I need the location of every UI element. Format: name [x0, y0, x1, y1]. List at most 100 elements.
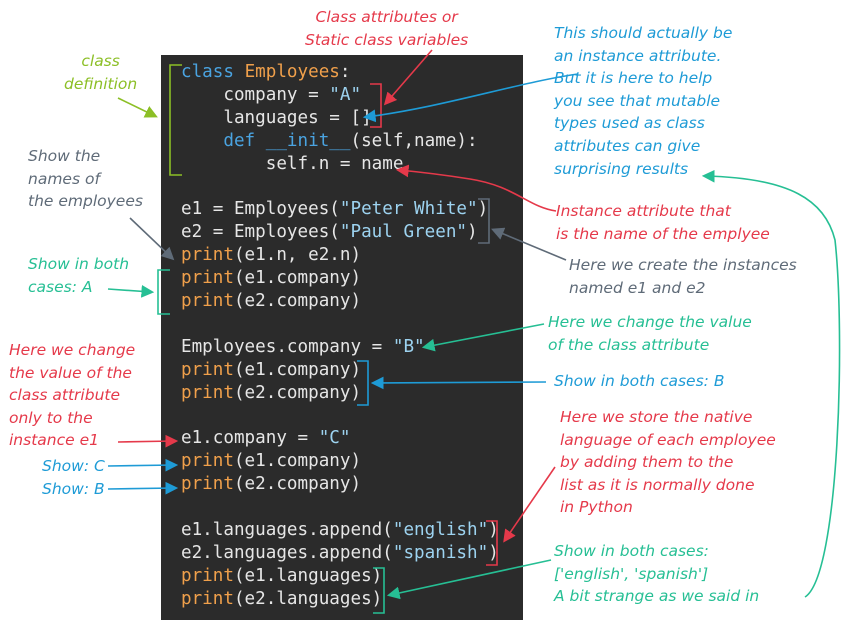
annotation-show-names: Show the names of the employees	[28, 147, 143, 211]
code-token: )	[477, 199, 489, 220]
arrow-change-instance-only	[117, 434, 179, 448]
code-token: (e2.company)	[233, 474, 362, 495]
bracket-show-both-a	[157, 269, 170, 315]
code-token: self.n = name	[181, 153, 404, 174]
code-line: languages = []	[181, 107, 372, 128]
bracket-class-definition	[169, 64, 182, 176]
code-token: (e1.n, e2.n)	[233, 245, 362, 266]
code-token: (e2.company)	[233, 382, 362, 403]
code-token: "english"	[392, 520, 489, 540]
bracket-show-both-list	[373, 567, 385, 614]
bracket-store-languages	[486, 520, 498, 566]
code-token: print	[181, 588, 234, 609]
arrow-store-languages	[503, 466, 556, 543]
annotation-show-both-list: Show in both cases: ['english', 'spanish…	[554, 542, 760, 606]
arrow-instance-note	[362, 73, 579, 123]
code-token: languages = []	[181, 107, 372, 128]
code-token: "Paul Green"	[339, 222, 467, 243]
code-line: print(e1.company)	[181, 268, 361, 288]
code-token: def	[223, 130, 266, 151]
code-token: (e1.company)	[233, 268, 362, 289]
annotation-change-instance-only: Here we change the value of the class at…	[9, 341, 136, 450]
code-line: e2 = Employees("Paul Green")	[181, 222, 478, 242]
code-token: print	[181, 565, 234, 586]
annotation-class-definition: class definition	[64, 52, 138, 93]
arrow-loop-back	[701, 169, 841, 598]
code-token: print	[181, 451, 234, 472]
code-token: (e1.company)	[233, 359, 362, 380]
code-panel	[161, 55, 523, 620]
arrow-class-attributes	[383, 49, 433, 106]
code-token: )	[467, 222, 478, 243]
code-token: )	[488, 542, 499, 563]
code-line: print(e1.company)	[181, 360, 361, 380]
code-token: class	[181, 62, 245, 82]
code-token: (e1.languages)	[233, 565, 383, 586]
code-line: print(e1.company)	[181, 451, 361, 471]
code-line: self.n = name	[181, 153, 404, 174]
code-line: e1 = Employees("Peter White")	[181, 199, 488, 219]
arrow-change-class-value	[421, 323, 545, 352]
arrow-show-names	[129, 217, 175, 261]
code-token: (e1.company)	[233, 451, 362, 472]
code-line: print(e2.company)	[181, 291, 361, 311]
arrow-show-b	[107, 481, 179, 495]
code-token: (e2.languages)	[233, 588, 383, 609]
code-token: Employees	[244, 62, 340, 82]
annotation-change-class-value: Here we change the value of the class at…	[548, 313, 752, 354]
code-line: print(e2.languages)	[181, 589, 382, 609]
code-token: __init__	[265, 130, 351, 151]
code-token: :	[339, 62, 351, 82]
annotation-create-instances: Here we create the instances named e1 an…	[569, 256, 797, 297]
arrow-instance-attribute	[395, 164, 557, 212]
code-token: print	[181, 382, 234, 403]
code-line: def __init__(self,name):	[181, 130, 478, 151]
code-token: "Peter White"	[339, 199, 478, 220]
code-token: "B"	[392, 336, 425, 357]
code-token: company =	[181, 84, 330, 105]
code-token: Employees.company =	[181, 336, 393, 357]
code-line: e1.languages.append("english")	[181, 520, 499, 540]
code-token: print	[181, 268, 234, 289]
code-token: e1 = Employees(	[181, 199, 340, 220]
code-token: "C"	[318, 428, 351, 449]
bracket-show-both-b	[357, 360, 369, 406]
bracket-class-attributes	[370, 83, 382, 128]
code-line: class Employees:	[181, 62, 351, 82]
code-token: print	[181, 291, 234, 311]
annotation-class-attributes: Class attributes or Static class variabl…	[305, 8, 469, 49]
arrow-show-both-b	[370, 376, 547, 390]
annotation-instance-note: This should actually be an instance attr…	[554, 24, 733, 178]
code-line: e1.company = "C"	[181, 428, 350, 448]
code-token: e2 = Employees(	[181, 222, 340, 243]
code-token: (e2.company)	[233, 291, 362, 311]
code-token: print	[181, 359, 234, 380]
code-line: print(e2.company)	[181, 383, 361, 403]
arrow-show-both-a	[107, 284, 155, 298]
code-line: e2.languages.append("spanish")	[181, 543, 499, 563]
code-line: Employees.company = "B"	[181, 337, 425, 357]
code-token: print	[181, 474, 234, 495]
annotation-show-b: Show: B	[42, 480, 105, 498]
arrow-class-definition	[117, 97, 158, 118]
code-token: print	[181, 245, 234, 266]
arrow-show-c	[107, 458, 179, 472]
annotation-instance-attribute: Instance attribute that is the name of t…	[556, 202, 770, 243]
code-token: "spanish"	[392, 542, 489, 563]
code-line: print(e1.n, e2.n)	[181, 245, 361, 265]
code-token: "A"	[329, 84, 362, 105]
arrow-create-instances	[491, 227, 567, 261]
annotation-show-both-b: Show in both cases: B	[554, 372, 725, 390]
annotation-show-c: Show: C	[42, 457, 105, 475]
code-token: e1.languages.append(	[181, 520, 393, 540]
code-line: company = "A"	[181, 85, 361, 105]
bracket-create-instances	[478, 198, 490, 244]
code-line: print(e2.company)	[181, 474, 361, 494]
code-line: print(e1.languages)	[181, 566, 382, 586]
annotation-store-languages: Here we store the native language of eac…	[560, 408, 776, 517]
code-token: )	[488, 520, 499, 540]
code-token: (self,name):	[350, 130, 478, 151]
code-token: e2.languages.append(	[181, 542, 393, 563]
annotation-show-both-a: Show in both cases: A	[28, 255, 130, 296]
